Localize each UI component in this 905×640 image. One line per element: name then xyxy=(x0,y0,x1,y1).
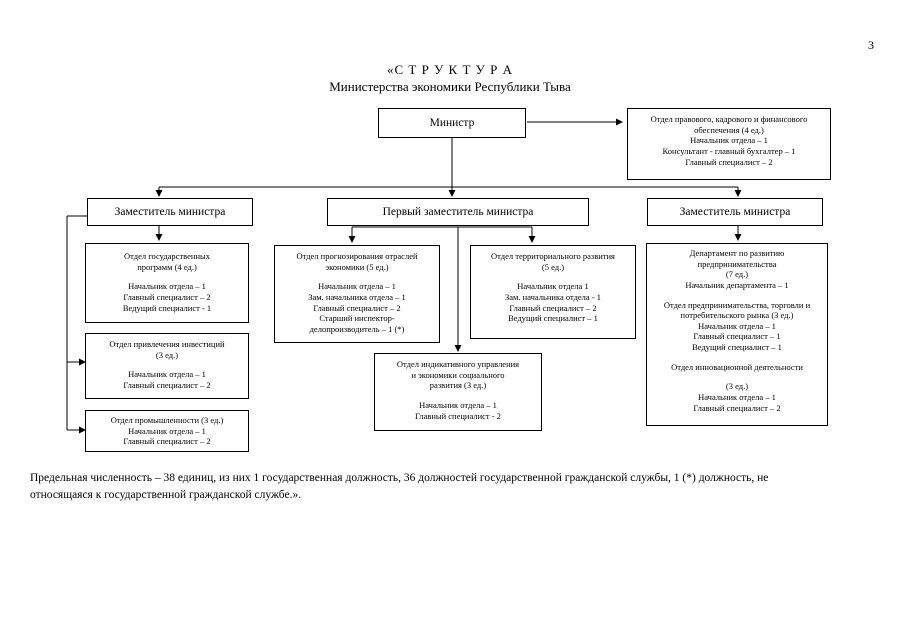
deputy-right-label: Заместитель министра xyxy=(679,205,791,218)
dept-title-line: Отдел промышленности (3 ед.) xyxy=(110,415,224,425)
dept-title-line: Отдел прогнозирования отраслей xyxy=(296,251,418,261)
legal-dept-box: Отдел правового, кадрового и финансового… xyxy=(627,108,831,180)
subdept-staff-line: Начальник отдела – 1 xyxy=(698,391,776,402)
dept-staff-line: Ведущий специалист - 1 xyxy=(122,302,212,313)
dept-staff-line: Главный специалист - 2 xyxy=(415,410,501,421)
first-deputy-label: Первый заместитель министра xyxy=(382,205,534,218)
legal-dept-line: Отдел правового, кадрового и финансового xyxy=(650,114,808,124)
footer-note: Предельная численность – 38 единиц, из н… xyxy=(30,470,880,503)
dept-staff-line: Главный специалист – 2 xyxy=(313,302,401,313)
dept-territorial-box: Отдел территориального развития (5 ед.) … xyxy=(470,245,636,339)
dept-title-line: (3 ед.) xyxy=(155,349,179,360)
dept-industry-box: Отдел промышленности (3 ед.) Начальник о… xyxy=(85,410,249,452)
dept-staff-line: Главный специалист – 2 xyxy=(123,379,211,390)
dept-title-line: Отдел привлечения инвестиций xyxy=(109,339,225,349)
dept-title-line: (7 ед.) xyxy=(725,269,749,280)
dept-title-line: Отдел индикативного управления xyxy=(396,359,520,369)
dept-title-line: Отдел государственных xyxy=(124,251,210,261)
subdept-title-line: (3 ед.) xyxy=(725,381,749,392)
deputy-right-box: Заместитель министра xyxy=(647,198,823,226)
dept-title-line: программ (4 ед.) xyxy=(137,261,197,272)
footer-line: относящаяся к государственной гражданско… xyxy=(30,488,302,501)
dept-staff-line: Начальник отдела – 1 xyxy=(419,399,497,410)
footer-line: Предельная численность – 38 единиц, из н… xyxy=(30,472,769,484)
subdept-staff-line: Главный специалист – 2 xyxy=(693,402,781,413)
dept-title-line: предпринимательства xyxy=(697,258,777,269)
dept-entrepreneurship-box: Департамент по развитию предпринимательс… xyxy=(646,243,828,426)
dept-staff-line: делопроизводитель – 1 (*) xyxy=(309,323,405,334)
deputy-left-box: Заместитель министра xyxy=(87,198,253,226)
dept-staff-line: Начальник отдела – 1 xyxy=(128,425,206,436)
subdept-staff-line: Ведущий специалист – 1 xyxy=(692,342,782,352)
dept-staff-line: Начальник отдела – 1 xyxy=(318,281,396,292)
legal-dept-line: обеспечения (4 ед.) xyxy=(694,124,764,135)
dept-staff-line: Начальник отдела – 1 xyxy=(128,281,206,292)
dept-staff-line: Ведущий специалист – 1 xyxy=(508,313,598,324)
dept-staff-line: Начальник департамента – 1 xyxy=(685,279,789,290)
dept-staff-line: Главный специалист – 2 xyxy=(509,302,597,313)
legal-dept-line: Консультант - главный бухгалтер – 1 xyxy=(662,145,796,156)
minister-box: Министр xyxy=(378,108,526,138)
dept-title-line: (5 ед.) xyxy=(541,261,565,272)
dept-indicative-box: Отдел индикативного управления и экономи… xyxy=(374,353,542,431)
dept-staff-line: Главный специалист – 2 xyxy=(123,291,211,302)
dept-title-line: и экономики социального xyxy=(411,369,505,380)
document-title: «С Т Р У К Т У Р А xyxy=(387,62,513,77)
document-subtitle: Министерства экономики Республики Тыва xyxy=(329,79,571,94)
deputy-left-label: Заместитель министра xyxy=(114,205,226,218)
dept-title-line: Департамент по развитию xyxy=(689,248,785,258)
dept-staff-line: Зам. начальника отдела – 1 xyxy=(308,291,406,302)
dept-forecasting-box: Отдел прогнозирования отраслей экономики… xyxy=(274,245,440,343)
dept-staff-line: Начальник отдела 1 xyxy=(517,281,589,292)
page-number: 3 xyxy=(868,38,874,52)
legal-dept-line: Начальник отдела – 1 xyxy=(690,135,768,146)
dept-staff-line: Главный специалист – 2 xyxy=(123,436,211,447)
first-deputy-box: Первый заместитель министра xyxy=(327,198,589,226)
minister-label: Министр xyxy=(429,116,475,129)
subdept-staff-line: Начальник отдела – 1 xyxy=(698,320,776,331)
subdept-title-line: потребительского рынка (3 ед.) xyxy=(680,310,794,321)
dept-state-programs-box: Отдел государственных программ (4 ед.) Н… xyxy=(85,243,249,323)
dept-staff-line: Старший инспектор- xyxy=(319,313,395,324)
subdept-title-line: Отдел предпринимательства, торговли и xyxy=(663,299,811,310)
dept-staff-line: Зам. начальника отдела - 1 xyxy=(504,291,602,302)
dept-title-line: Отдел территориального развития xyxy=(491,251,615,261)
subdept-title-line: Отдел инновационной деятельности xyxy=(671,361,803,372)
legal-dept-line: Главный специалист – 2 xyxy=(685,156,773,167)
dept-investment-box: Отдел привлечения инвестиций (3 ед.) Нач… xyxy=(85,333,249,399)
dept-title-line: экономики (5 ед.) xyxy=(325,261,389,272)
dept-staff-line: Начальник отдела – 1 xyxy=(128,369,206,380)
subdept-staff-line: Главный специалист – 1 xyxy=(693,331,781,342)
dept-title-line: развития (3 ед.) xyxy=(429,380,487,391)
